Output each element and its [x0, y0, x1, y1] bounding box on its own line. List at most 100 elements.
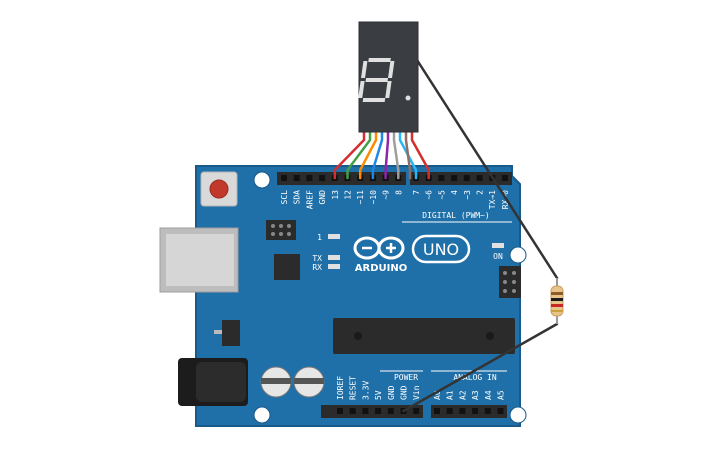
digital-pin-label: AREF: [305, 190, 314, 209]
led-rx-label: RX: [312, 263, 322, 272]
jumper-wire[interactable]: [410, 130, 430, 180]
header-pin[interactable]: [497, 408, 504, 414]
jumper-wire[interactable]: [404, 130, 412, 180]
arduino-logo: ARDUINO UNO: [353, 234, 471, 274]
jumper-wire[interactable]: [392, 130, 400, 180]
led-on-label: ON: [493, 252, 503, 261]
digital-pin-label: ~5: [437, 190, 446, 200]
digital-pin-label: 12: [344, 190, 353, 200]
digital-pin-label: SDA: [293, 190, 302, 205]
resistor-band: [551, 310, 563, 312]
icsp-header-left: [266, 220, 296, 240]
header-pin[interactable]: [459, 408, 466, 414]
header-pin[interactable]: [349, 408, 356, 414]
icsp-header-right: [499, 266, 521, 298]
header-pin[interactable]: [281, 175, 287, 181]
digital-pin-label: ~9: [382, 190, 391, 200]
status-leds: 1 TX RX ON: [312, 233, 504, 272]
power-pin-label: 3.3V: [361, 381, 370, 400]
jumper-wire[interactable]: [415, 58, 559, 280]
capacitor: [260, 366, 292, 398]
header-pin[interactable]: [472, 408, 479, 414]
digital-pin-label: 8: [394, 190, 403, 195]
display-segment: [385, 81, 392, 98]
power-pin-label: RESET: [349, 376, 358, 400]
digital-pin-label: 7: [412, 190, 421, 195]
digital-pin-label: SCL: [280, 190, 289, 205]
header-pin[interactable]: [484, 408, 491, 414]
analog-header-label: ANALOG IN: [453, 373, 497, 382]
digital-pin-label: 2: [476, 190, 485, 195]
digital-pin-label: ~10: [369, 190, 378, 205]
display-decimal-point: [405, 95, 411, 101]
usb-connector: [159, 227, 239, 293]
header-pin[interactable]: [337, 408, 343, 414]
mounting-hole: [253, 171, 271, 189]
power-header: POWER: [321, 370, 423, 418]
jumper-wire[interactable]: [402, 322, 559, 413]
digital-pin-label: GND: [318, 190, 327, 205]
power-pin-label: 5V: [374, 390, 383, 400]
led-rx: [328, 264, 340, 269]
header-pin[interactable]: [501, 175, 508, 181]
capacitor: [293, 366, 325, 398]
analog-pin-label: A5: [497, 390, 506, 400]
mounting-hole: [253, 406, 271, 424]
display-segment: [361, 61, 368, 78]
power-header-label: POWER: [394, 373, 418, 382]
mounting-hole: [509, 406, 527, 424]
seven-segment-display[interactable]: [358, 21, 419, 133]
segment-digit: [358, 58, 411, 102]
resistor[interactable]: [550, 278, 564, 324]
header-pin[interactable]: [463, 175, 470, 181]
display-segment: [365, 78, 389, 82]
digital-pin-label: ~11: [356, 190, 365, 205]
digital-pin-label: ~6: [425, 190, 434, 200]
display-segment: [358, 81, 365, 98]
led-tx-label: TX: [312, 254, 322, 263]
jumper-wire[interactable]: [358, 130, 378, 180]
digital-pin-label: 13: [331, 190, 340, 200]
header-pin[interactable]: [375, 408, 382, 414]
display-segment: [388, 61, 395, 78]
power-pin-label: GND: [400, 385, 409, 400]
header-pin[interactable]: [306, 175, 313, 181]
reset-button[interactable]: [200, 171, 238, 207]
display-segment: [362, 98, 386, 102]
resistor-band: [551, 292, 563, 295]
jumper-wire[interactable]: [333, 130, 366, 180]
resistor-band: [551, 304, 563, 307]
brand-name: ARDUINO: [355, 263, 407, 274]
jumper-wire[interactable]: [346, 130, 372, 180]
header-pin[interactable]: [446, 408, 453, 414]
power-pin-label: IOREF: [336, 376, 345, 400]
header-pin[interactable]: [434, 408, 440, 414]
led-l-label: 1: [317, 233, 322, 242]
header-pin[interactable]: [319, 175, 326, 181]
analog-pin-label: A1: [446, 390, 455, 400]
digital-pin-label: ~3: [463, 190, 472, 200]
analog-pin-label: A2: [458, 390, 467, 400]
header-pin[interactable]: [451, 175, 458, 181]
voltage-regulator: [214, 320, 240, 346]
display-segment: [368, 58, 391, 62]
digital-pin-label: TX→1: [488, 190, 497, 209]
header-pin[interactable]: [413, 408, 420, 414]
mounting-hole: [509, 246, 527, 264]
analog-pin-label: A3: [471, 390, 480, 400]
jumper-wire[interactable]: [384, 130, 390, 180]
header-pin[interactable]: [387, 408, 394, 414]
digital-header-label: DIGITAL (PWM~): [422, 211, 489, 220]
header-pin[interactable]: [438, 175, 445, 181]
power-pin-label: Vin: [412, 385, 421, 400]
analog-pin-label: A0: [433, 390, 442, 400]
board-model: UNO: [423, 240, 459, 259]
header-pin[interactable]: [476, 175, 483, 181]
resistor-band: [551, 298, 563, 301]
jumper-wire[interactable]: [371, 130, 384, 180]
header-pin[interactable]: [293, 175, 300, 181]
power-pin-label: GND: [387, 385, 396, 400]
header-pin[interactable]: [362, 408, 369, 414]
